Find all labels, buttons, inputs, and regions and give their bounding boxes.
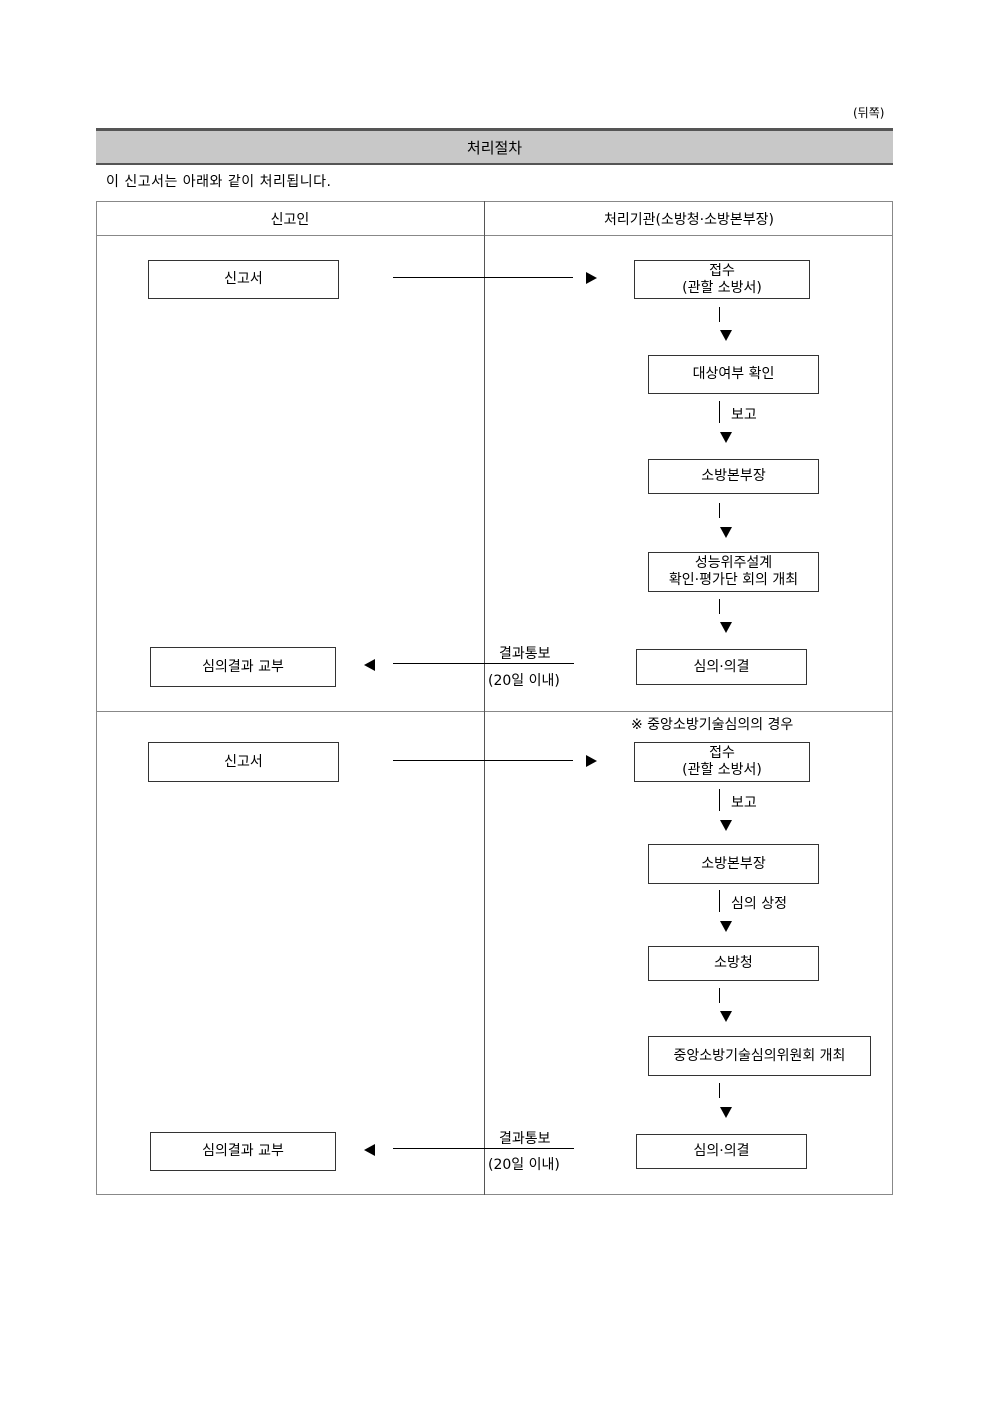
s2-flow-arrow-4: [720, 1107, 732, 1118]
s2-central-review-note: ※ 중앙소방기술심의의 경우: [631, 717, 794, 733]
s2-decision-label: 심의·의결: [693, 1143, 750, 1159]
s1-report-label: 보고: [731, 407, 757, 423]
s2-flow-arrow-3: [720, 1011, 732, 1022]
intro-text: 이 신고서는 아래와 같이 처리됩니다.: [106, 174, 332, 190]
procedure-title: 처리절차: [466, 138, 523, 157]
s2-decision-box: 심의·의결: [636, 1134, 807, 1169]
s1-flow-stem-2: [719, 401, 720, 423]
s1-flow-stem-1: [719, 307, 720, 322]
s2-flow-stem-4: [719, 1083, 720, 1098]
s2-submit-arrow-line: [393, 760, 573, 761]
s1-flow-stem-3: [719, 503, 720, 518]
s2-receipt-sub-label: (관할 소방서): [682, 762, 762, 778]
s1-result-delivery-label: 심의결과 교부: [202, 658, 284, 675]
s2-notice-label: 결과통보: [499, 1131, 551, 1147]
s2-notice-arrow-head: [364, 1144, 375, 1156]
s2-applicant-form-label: 신고서: [224, 753, 263, 770]
s1-applicant-form-label: 신고서: [224, 271, 263, 287]
s1-decision-label: 심의·의결: [693, 658, 750, 675]
s2-applicant-form-box: 신고서: [148, 742, 339, 782]
procedure-header: 처리절차: [96, 128, 893, 165]
column-header-agency: 처리기관(소방청·소방본부장): [485, 201, 893, 236]
s2-fire-agency-box: 소방청: [648, 946, 819, 981]
s1-flow-arrow-1: [720, 330, 732, 341]
s1-flow-arrow-3: [720, 527, 732, 538]
s2-committee-box: 중앙소방기술심의위원회 개최: [648, 1036, 871, 1076]
s2-flow-arrow-1: [720, 820, 732, 831]
s1-notice-label: 결과통보: [499, 646, 551, 662]
page-side-label: (뒤쪽): [853, 106, 885, 120]
s2-flow-stem-2: [719, 890, 720, 912]
s2-result-delivery-label: 심의결과 교부: [202, 1143, 284, 1159]
s1-flow-arrow-2: [720, 432, 732, 443]
s2-notice-arrow-line: [393, 1148, 574, 1149]
s1-applicant-form-box: 신고서: [148, 260, 339, 299]
s1-submit-arrow-line: [393, 277, 573, 278]
s2-refer-label: 심의 상정: [731, 896, 787, 912]
s1-receipt-label: 접수: [709, 262, 735, 279]
s1-fire-hq-label: 소방본부장: [701, 468, 766, 484]
s1-result-delivery-box: 심의결과 교부: [150, 647, 336, 687]
s1-flow-arrow-4: [720, 622, 732, 633]
s2-fire-hq-box: 소방본부장: [648, 844, 819, 884]
s2-submit-arrow-head: [586, 755, 597, 767]
s1-meeting-label: 성능위주설계: [694, 555, 773, 571]
column-divider: [484, 201, 485, 1195]
s2-report-label: 보고: [731, 795, 757, 811]
s2-fire-hq-label: 소방본부장: [701, 855, 766, 872]
s1-submit-arrow-head: [586, 272, 597, 284]
s1-deadline-label: (20일 이내): [488, 673, 560, 689]
column-header-applicant-label: 신고인: [270, 211, 310, 228]
section-divider: [96, 711, 893, 712]
s1-fire-hq-box: 소방본부장: [648, 459, 819, 494]
s2-flow-stem-3: [719, 988, 720, 1003]
s1-notice-arrow-line: [393, 663, 574, 664]
s1-receipt-box: 접수 (관할 소방서): [634, 260, 810, 299]
s2-receipt-label: 접수: [709, 745, 735, 761]
s1-decision-box: 심의·의결: [636, 649, 807, 685]
column-header-applicant: 신고인: [96, 201, 484, 236]
s2-result-delivery-box: 심의결과 교부: [150, 1132, 336, 1171]
s2-committee-label: 중앙소방기술심의위원회 개최: [673, 1047, 846, 1064]
s2-deadline-label: (20일 이내): [488, 1157, 560, 1173]
table-header-divider: [96, 235, 893, 236]
s2-flow-stem-1: [719, 789, 720, 811]
s1-eligibility-check-label: 대상여부 확인: [692, 366, 775, 382]
column-header-agency-label: 처리기관(소방청·소방본부장): [604, 211, 774, 228]
procedure-table: [96, 201, 893, 1195]
s2-fire-agency-label: 소방청: [714, 955, 753, 971]
s2-receipt-box: 접수 (관할 소방서): [634, 742, 810, 782]
s1-receipt-sub-label: (관할 소방서): [682, 279, 762, 296]
s1-notice-arrow-head: [364, 659, 375, 671]
s1-meeting-box: 성능위주설계 확인·평가단 회의 개최: [648, 552, 819, 592]
s1-eligibility-check-box: 대상여부 확인: [648, 355, 819, 394]
s1-meeting-sub-label: 확인·평가단 회의 개최: [668, 572, 799, 588]
s2-flow-arrow-2: [720, 921, 732, 932]
s1-flow-stem-4: [719, 599, 720, 614]
